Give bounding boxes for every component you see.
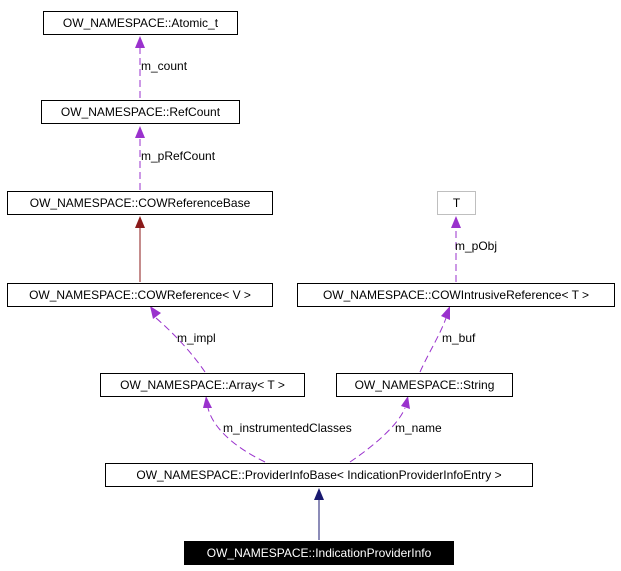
node-providerinfobase[interactable]: OW_NAMESPACE::ProviderInfoBase< Indicati… <box>105 463 533 487</box>
node-t[interactable]: T <box>437 191 476 215</box>
node-array[interactable]: OW_NAMESPACE::Array< T > <box>100 373 305 397</box>
node-refcount[interactable]: OW_NAMESPACE::RefCount <box>41 100 240 124</box>
arrowhead-inherit-cowref <box>135 216 145 228</box>
arrowhead-m-buf <box>441 306 450 320</box>
label-m-buf: m_buf <box>442 331 476 345</box>
node-cowreferencebase[interactable]: OW_NAMESPACE::COWReferenceBase <box>7 191 273 215</box>
arrowhead-m-count <box>135 36 145 48</box>
label-m-instrumentedclasses: m_instrumentedClasses <box>223 421 352 435</box>
arrowhead-m-impl <box>150 306 161 319</box>
label-m-name: m_name <box>395 421 442 435</box>
edge-m-buf <box>419 317 447 373</box>
edge-m-instrumentedclasses <box>207 407 266 463</box>
label-m-impl: m_impl <box>177 331 216 345</box>
node-indicationproviderinfo[interactable]: OW_NAMESPACE::IndicationProviderInfo <box>184 541 454 565</box>
node-cowreference[interactable]: OW_NAMESPACE::COWReference< V > <box>7 283 273 307</box>
node-string[interactable]: OW_NAMESPACE::String <box>336 373 513 397</box>
arrowhead-m-name <box>401 396 410 409</box>
label-m-pobj: m_pObj <box>455 239 498 253</box>
arrowhead-m-instrumentedclasses <box>203 396 212 408</box>
edge-m-name <box>349 407 406 463</box>
arrowhead-m-prefcount <box>135 126 145 138</box>
arrowhead-inherit-providerinfo <box>314 488 324 500</box>
node-atomic[interactable]: OW_NAMESPACE::Atomic_t <box>43 11 238 35</box>
label-m-count: m_count <box>141 59 188 73</box>
arrowhead-m-pobj <box>451 216 461 228</box>
edge-m-impl <box>155 317 206 373</box>
label-m-prefcount: m_pRefCount <box>141 149 216 163</box>
node-cowintrusivereference[interactable]: OW_NAMESPACE::COWIntrusiveReference< T > <box>297 283 615 307</box>
